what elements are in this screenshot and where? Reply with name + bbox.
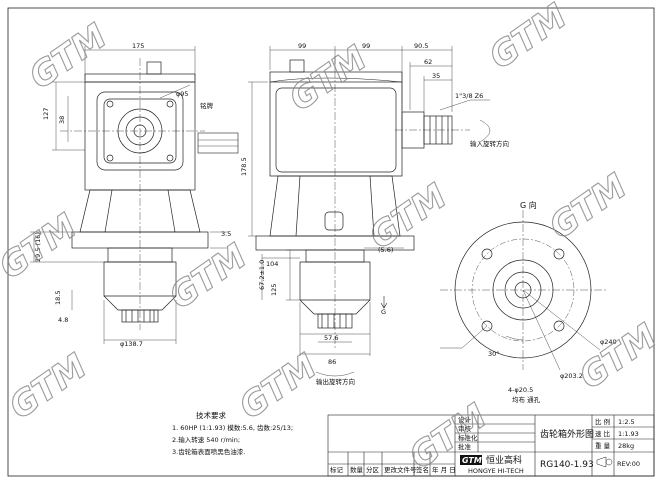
dim-127: 127 (42, 108, 50, 120)
dim-99-left: 99 (298, 42, 306, 50)
ratio-value: 1:1.93 (618, 430, 639, 438)
title-check: 审核 (458, 424, 472, 433)
svg-text:GTM: GTM (0, 206, 84, 287)
dim-through-holes: 均布 通孔 (512, 395, 541, 404)
dim-3-5: 3.5 (221, 230, 231, 238)
svg-text:GTM: GTM (572, 316, 662, 397)
ratio-label: 速 比 (595, 429, 611, 438)
output-rotation-label: 输出旋转方向 (316, 377, 355, 386)
dim-99-right: 99 (362, 42, 370, 50)
thread-spec: 1"3/8 Z6 (455, 92, 483, 100)
svg-text:GTM: GTM (462, 456, 482, 465)
scale-label: 比 例 (595, 417, 610, 426)
title-block (327, 414, 655, 477)
header-zone: 分区 (366, 465, 380, 474)
svg-text:GTM: GTM (232, 346, 324, 427)
tech-requirements-title: 技术要求 (196, 410, 226, 420)
front-view-dimensions (30, 46, 228, 344)
company-name-cn: 恒业高科 (486, 454, 522, 466)
dim-35: 35 (432, 72, 440, 80)
nameplate-label: 铭牌 (200, 101, 214, 110)
front-view (60, 58, 239, 330)
side-view (255, 56, 470, 350)
weight-value: 28kg (618, 442, 634, 450)
dim-5-6: (5.6) (378, 246, 393, 254)
header-file-no: 更改文件号 (384, 465, 417, 474)
dim-95: φ95 (176, 90, 189, 98)
dim-18-5: 18.5 (54, 291, 62, 305)
dim-240: φ240 (600, 338, 617, 346)
dim-175: 175 (132, 42, 144, 50)
dim-30-deg: 30° (488, 350, 500, 358)
dim-203-2: φ203.2 (560, 372, 583, 380)
tech-requirement-1: 1. 60HP (1:1.93) 模数:5.6, 齿数:25/13; (172, 423, 293, 432)
dim-29-5: 29.5 (16) (34, 232, 42, 262)
input-rotation-label: 输入旋转方向 (470, 139, 509, 148)
header-date: 年 月 日 (432, 465, 456, 474)
dim-57-6: 57.6 (324, 334, 338, 342)
header-sign: 签名 (416, 465, 429, 474)
header-mark: 标记 (330, 465, 344, 474)
svg-text:GTM: GTM (2, 346, 94, 427)
dim-4-8: 4.8 (58, 316, 68, 324)
dim-62: 62 (424, 58, 432, 66)
title-approve: 批准 (458, 442, 472, 451)
watermark-layer: GTM GTM GTM GTM GTM GTM GTM GTM GTM GTM … (0, 0, 662, 478)
svg-text:GTM: GTM (542, 166, 634, 247)
title-standard: 标准化 (458, 433, 478, 442)
dim-104: 104 (266, 260, 278, 268)
scale-value: 1:2.5 (618, 418, 635, 426)
svg-text:GTM: GTM (482, 0, 574, 77)
tech-requirement-2: 2.输入转速 540 r/min; (172, 435, 240, 444)
dim-86: 86 (328, 358, 336, 366)
g-view (440, 210, 606, 371)
svg-text:GTM: GTM (22, 16, 114, 97)
dim-178-5: 178.5 (240, 157, 248, 176)
company-logo: GTM (460, 455, 482, 465)
g-arrow-label: G (381, 308, 386, 316)
drawing-number: RG140-1.93 (540, 460, 594, 470)
header-count: 数量 (350, 465, 364, 474)
title-design: 设计 (458, 415, 472, 424)
dim-67-2: 67.2±1.0 (258, 260, 266, 290)
projection-symbol-icon (596, 456, 613, 468)
company-name-en: HONGYE HI-TECH (468, 467, 524, 475)
g-arrow (380, 296, 388, 309)
dim-125: 125 (270, 284, 278, 296)
drawing-name: 齿轮箱外形图 (540, 428, 594, 440)
dim-38: 38 (58, 116, 66, 124)
tech-requirement-3: 3.齿轮箱表面喷黑色油漆. (172, 447, 245, 456)
svg-text:GTM: GTM (362, 176, 454, 257)
weight-label: 重 量 (595, 442, 611, 450)
revision: REV:00 (617, 460, 640, 468)
side-view-dimensions (248, 46, 491, 377)
svg-text:GTM: GTM (282, 38, 374, 119)
dim-138-7: φ138.7 (120, 340, 143, 348)
dim-4-holes: 4-φ20.5 (508, 386, 533, 394)
dim-90-5: 90.5 (414, 42, 428, 50)
g-view-title: G 向 (520, 200, 537, 210)
